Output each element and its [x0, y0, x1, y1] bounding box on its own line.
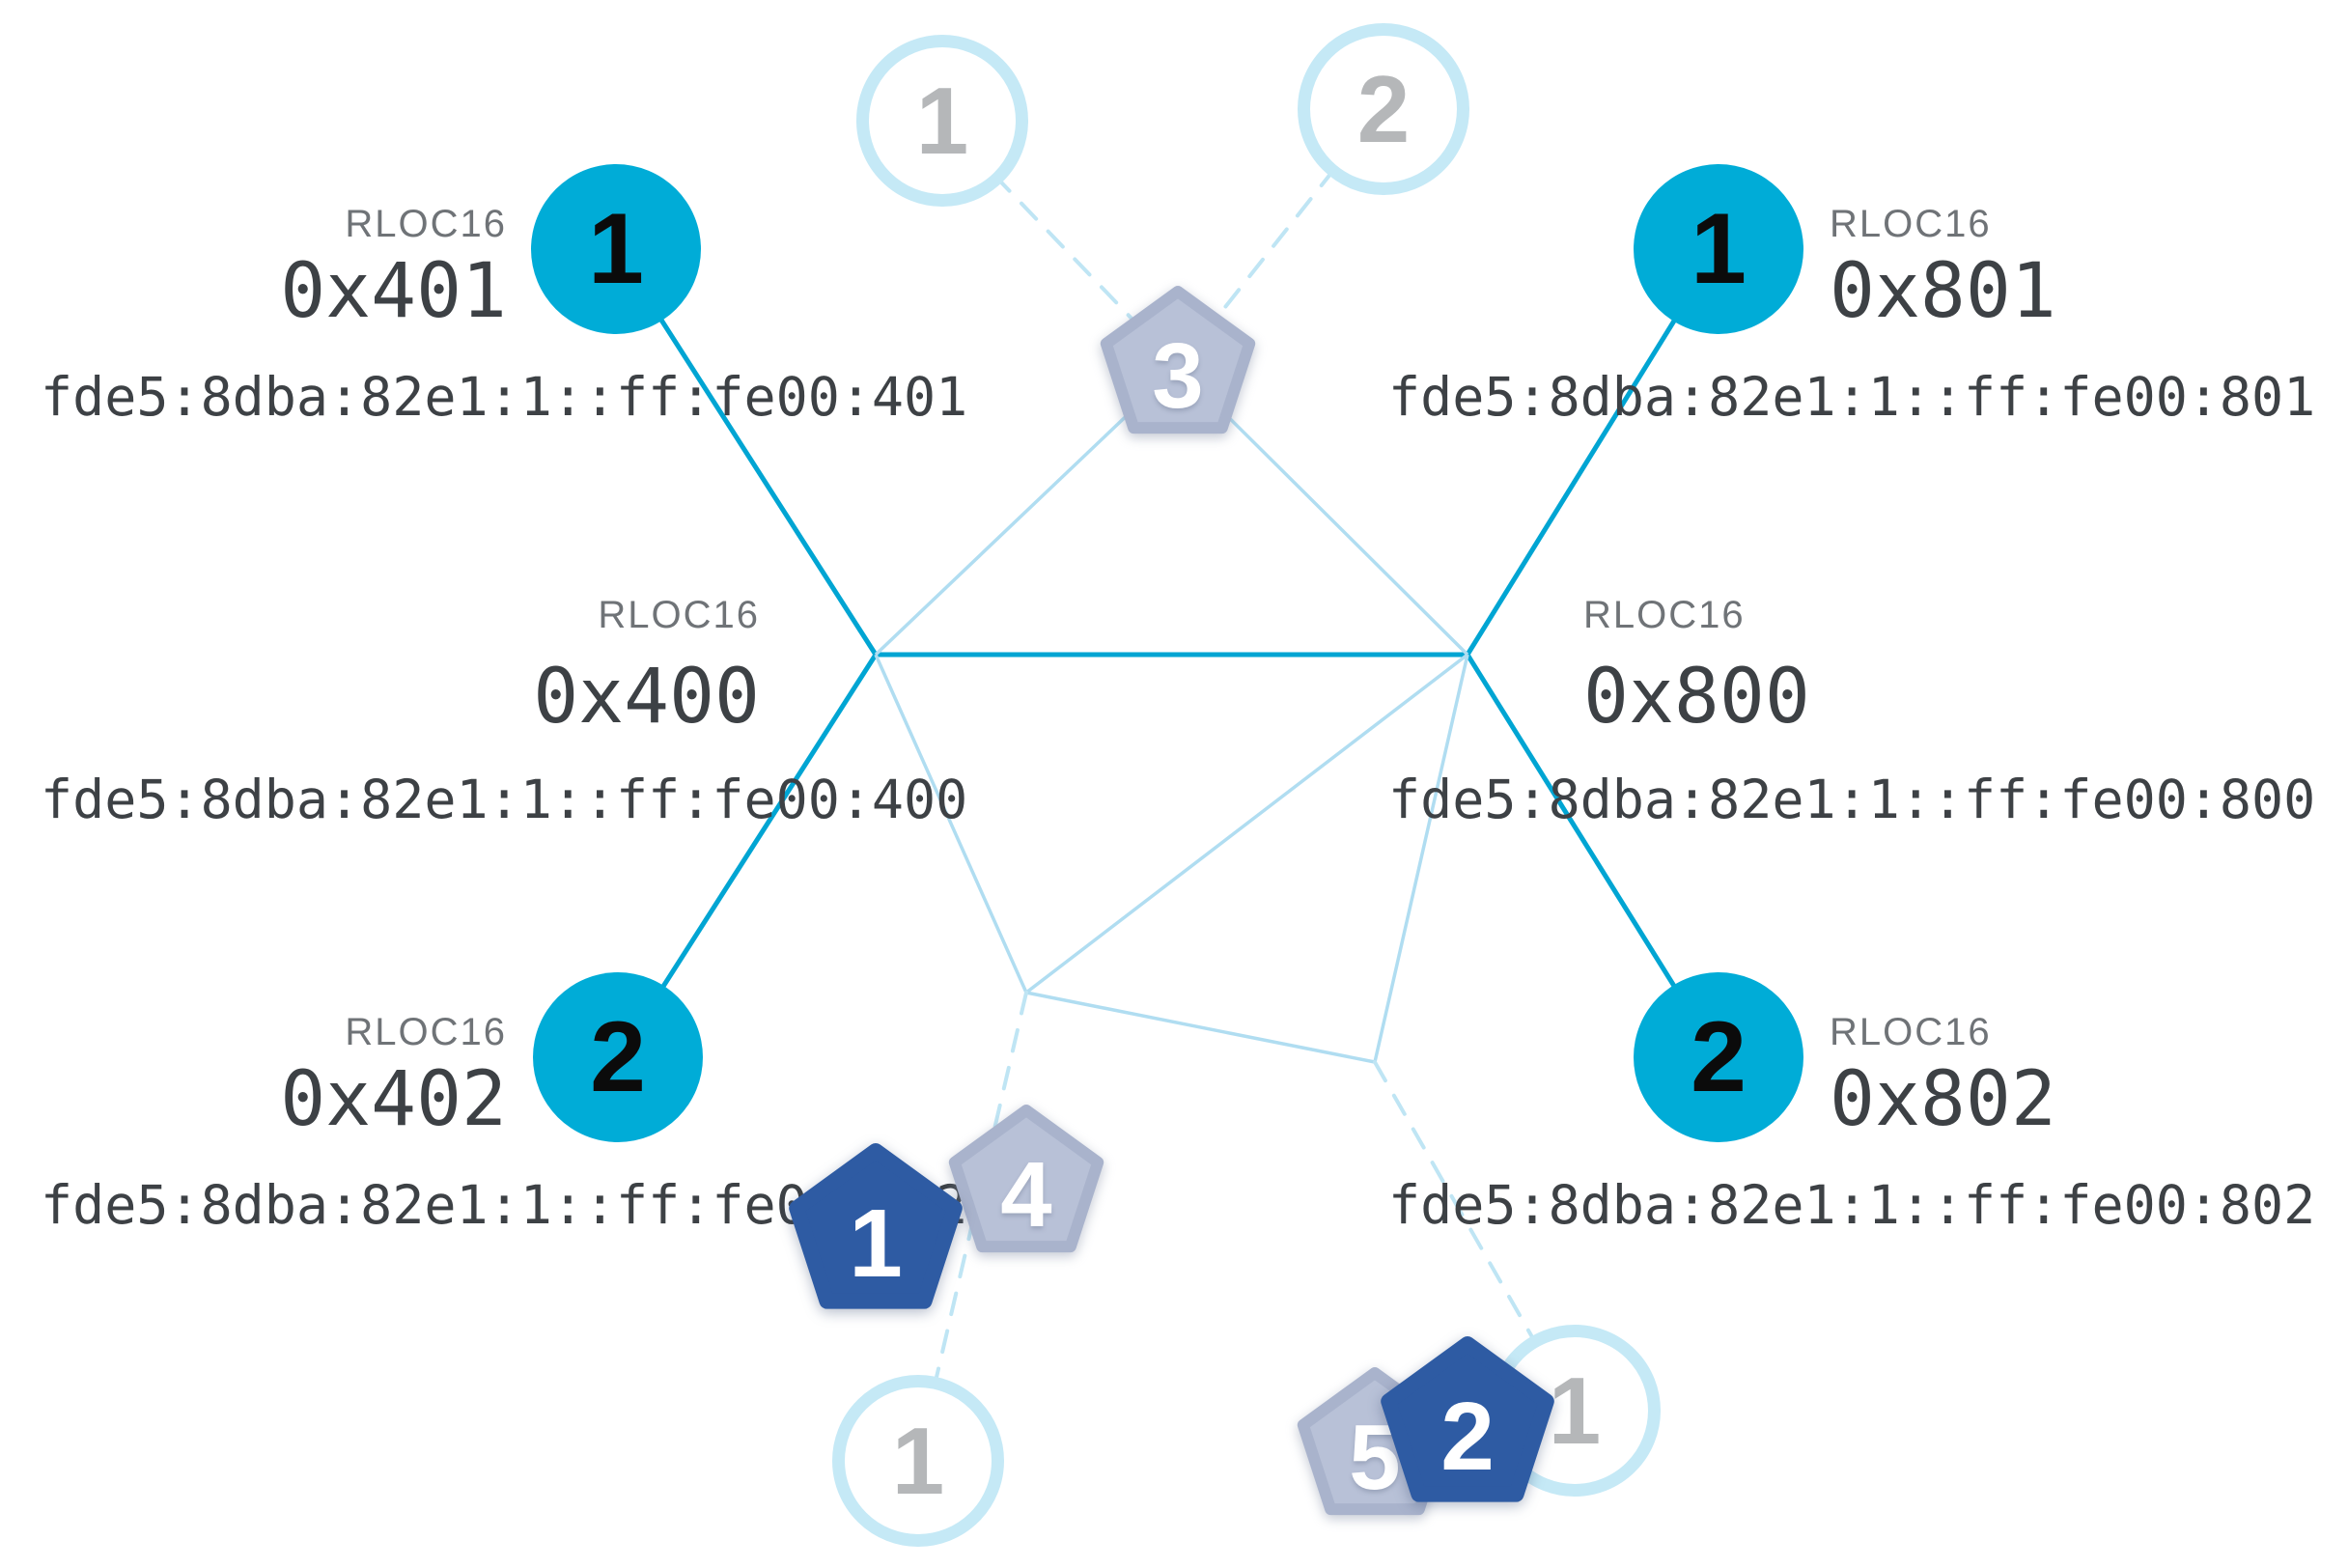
- node-number: 1: [891, 1407, 945, 1514]
- node-number: 1: [1548, 1357, 1602, 1464]
- rloc16-caption-c402: RLOC16: [345, 1011, 507, 1053]
- router-node-2: 2: [1371, 1330, 1564, 1524]
- node-number: 1: [588, 192, 644, 305]
- end-device-node-0x402: 2: [533, 972, 703, 1142]
- node-number: 2: [1356, 55, 1411, 162]
- node-number: 1: [1691, 192, 1747, 305]
- pentagon-shape: [789, 1143, 963, 1309]
- edge-p1-p4: [874, 654, 1028, 994]
- ipv6-address-c801: fde5:8dba:82e1:1::ff:fe00:801: [1388, 366, 2316, 428]
- ipv6-address-p2: fde5:8dba:82e1:1::ff:fe00:800: [1388, 769, 2316, 830]
- pentagon-shape: [1100, 286, 1256, 434]
- ipv6-address-c401: fde5:8dba:82e1:1::ff:fe00:401: [41, 366, 968, 428]
- end-device-node-0x401: 1: [531, 164, 701, 334]
- rloc16-caption-p1: RLOC16: [598, 594, 760, 636]
- node-number: 3: [1152, 324, 1204, 428]
- end-device-node-0x802: 2: [1634, 972, 1803, 1142]
- node-number: 2: [590, 1000, 646, 1113]
- rloc16-value-c802: 0x802: [1830, 1056, 2056, 1143]
- rloc16-caption-c801: RLOC16: [1830, 203, 1992, 245]
- pentagon-shape: [948, 1105, 1104, 1253]
- rloc16-value-c402: 0x402: [280, 1056, 507, 1143]
- rloc16-caption-p2: RLOC16: [1583, 594, 1746, 636]
- rloc16-value-c401: 0x401: [280, 248, 507, 335]
- rloc16-value-c801: 0x801: [1830, 248, 2056, 335]
- rloc16-caption-c802: RLOC16: [1830, 1011, 1992, 1053]
- faded-child-node-1-top: 1: [856, 35, 1028, 207]
- end-device-node-0x801: 1: [1634, 164, 1803, 334]
- edge-p4-p5: [1025, 991, 1376, 1064]
- node-number: 1: [849, 1189, 903, 1298]
- edge-p5-f2bottom: [1373, 1060, 1576, 1412]
- node-number: 1: [915, 67, 969, 174]
- ipv6-address-p1: fde5:8dba:82e1:1::ff:fe00:400: [41, 769, 968, 830]
- rloc16-value-p1: 0x400: [533, 654, 760, 741]
- node-number: 2: [1440, 1382, 1495, 1491]
- edge-p2-p5: [1373, 654, 1469, 1063]
- edge-p2-p4: [1024, 653, 1469, 994]
- router-node-4: 4: [930, 1089, 1123, 1282]
- router-node-1: 1: [779, 1137, 972, 1330]
- ipv6-address-c802: fde5:8dba:82e1:1::ff:fe00:802: [1388, 1174, 2316, 1236]
- faded-child-node-2-top: 2: [1298, 23, 1469, 195]
- node-number: 4: [1000, 1143, 1052, 1246]
- router-node-3: 3: [1081, 270, 1274, 463]
- rloc16-value-p2: 0x800: [1583, 654, 1810, 741]
- pentagon-shape: [1381, 1336, 1554, 1502]
- node-number: 2: [1691, 1000, 1747, 1113]
- faded-child-node-1-bottom: 1: [832, 1375, 1004, 1547]
- rloc16-caption-c401: RLOC16: [345, 203, 507, 245]
